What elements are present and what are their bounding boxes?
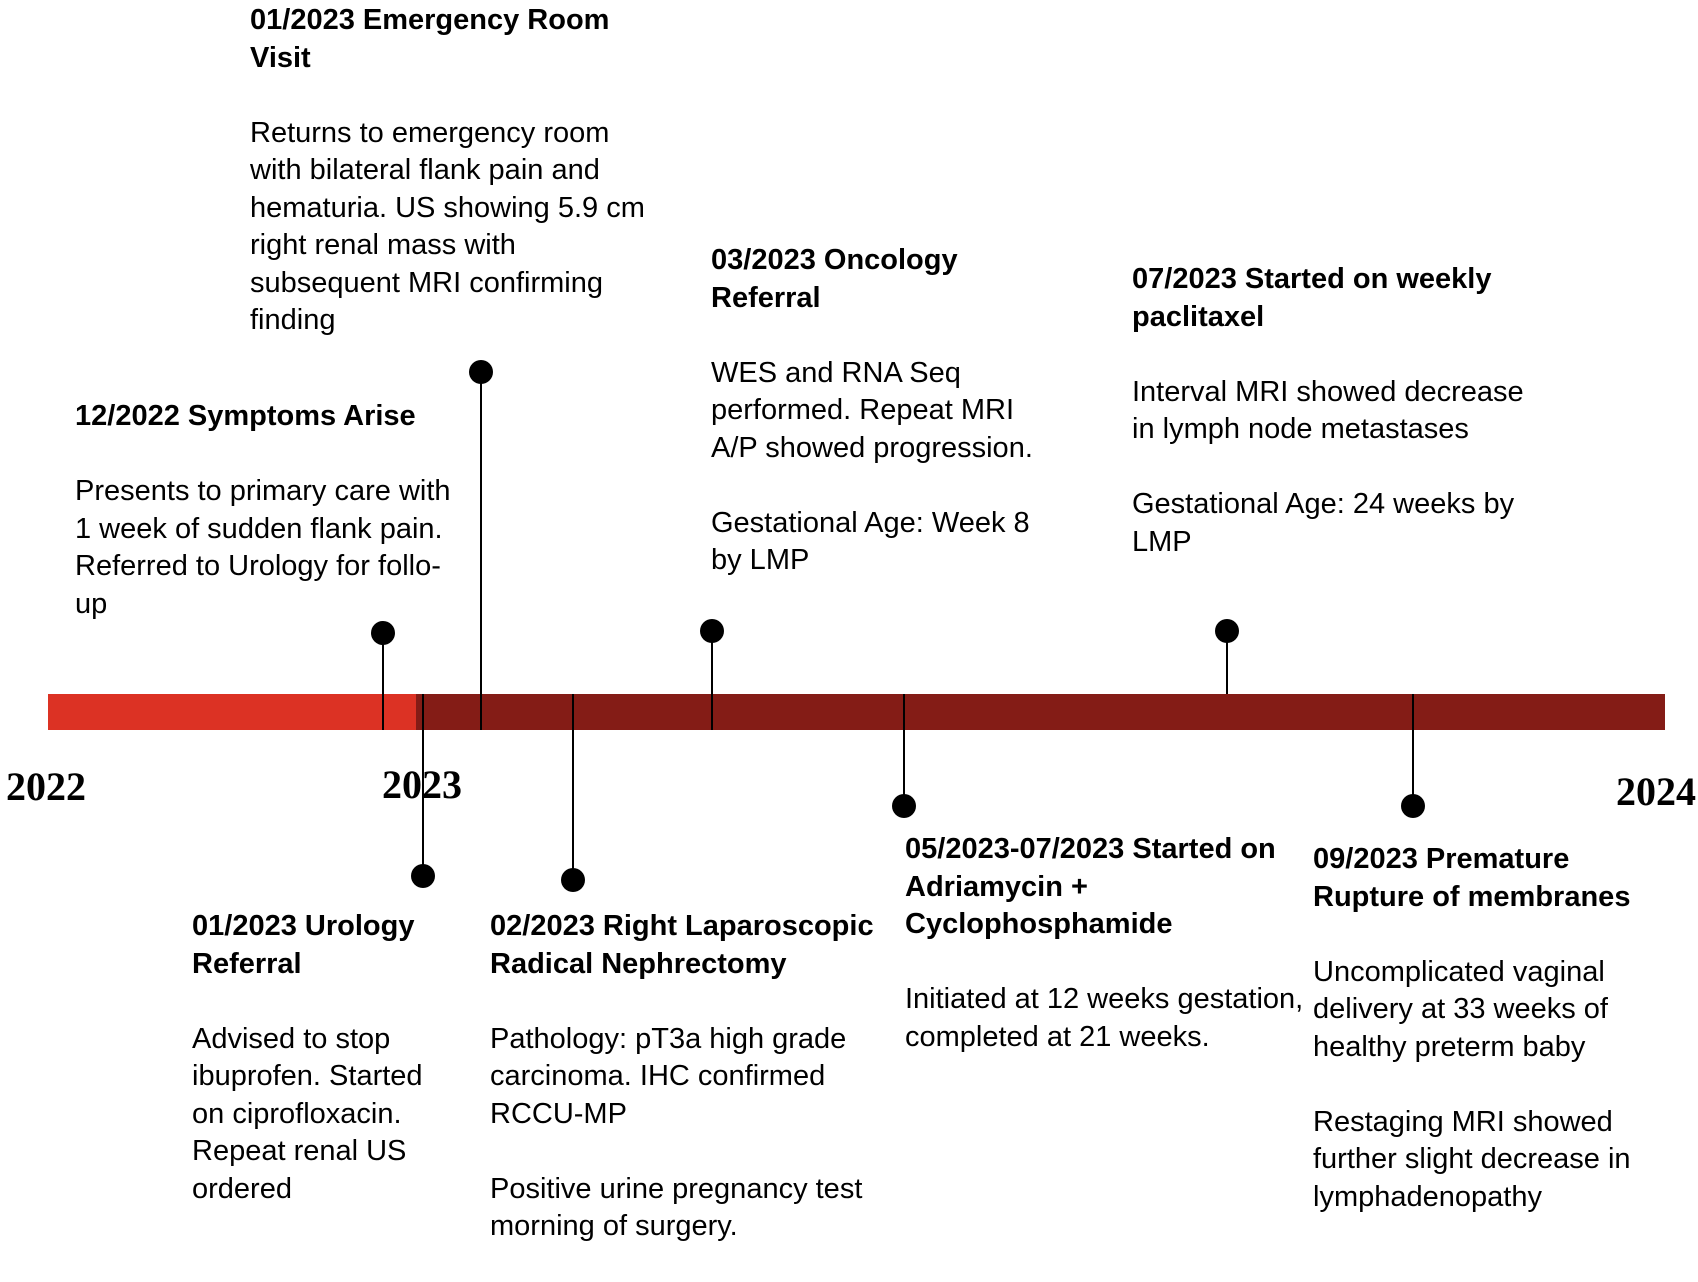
marker-stem-symptoms [382,633,384,730]
timeline-bar-2022 [48,694,422,730]
event-urology-referral: 01/2023 Urology Referral Advised to stop… [192,908,457,1208]
event-nephrectomy: 02/2023 Right Laparoscopic Radical Nephr… [490,908,895,1246]
marker-dot-urology [411,864,435,888]
event-description: WES and RNA Seq performed. Repeat MRI A/… [711,356,1033,464]
event-description: Presents to primary care with 1 week of … [75,475,451,620]
event-description: Gestational Age: Week 8 by LMP [711,506,1030,577]
marker-stem-urology [422,694,424,876]
event-description: Interval MRI showed decrease in lymph no… [1132,375,1524,446]
event-title: 02/2023 Right Laparoscopic Radical Nephr… [490,910,874,980]
marker-stem-adriamycin [903,694,905,806]
event-title: 03/2023 Oncology Referral [711,244,958,314]
event-description: Pathology: pT3a high grade carcinoma. IH… [490,1022,847,1130]
event-adriamycin: 05/2023-07/2023 Started on Adriamycin + … [905,831,1310,1056]
marker-stem-emergency [480,372,482,730]
marker-dot-symptoms [371,621,395,645]
event-membranes: 09/2023 Premature Rupture of membranes U… [1313,841,1688,1216]
event-description: Returns to emergency room with bilateral… [250,116,645,337]
event-description: Initiated at 12 weeks gestation, complet… [905,983,1304,1053]
event-description: Advised to stop ibuprofen. Started on ci… [192,1022,423,1205]
event-paclitaxel: 07/2023 Started on weekly paclitaxel Int… [1132,261,1537,561]
marker-dot-membranes [1401,794,1425,818]
event-emergency-room-visit: 01/2023 Emergency Room Visit Returns to … [250,2,655,340]
event-description: Gestational Age: 24 weeks by LMP [1132,488,1515,558]
event-title: 07/2023 Started on weekly paclitaxel [1132,263,1492,333]
timeline-bar-2023 [416,694,1665,730]
event-title: 05/2023-07/2023 Started on Adriamycin + … [905,833,1276,940]
year-label-2022: 2022 [6,764,86,809]
event-title: 01/2023 Emergency Room Visit [250,4,610,74]
marker-stem-paclitaxel [1226,631,1228,694]
marker-stem-oncology [711,631,713,730]
marker-dot-oncology [700,619,724,643]
marker-dot-adriamycin [892,794,916,818]
event-title: 09/2023 Premature Rupture of membranes [1313,843,1631,913]
year-label-2024: 2024 [1616,769,1696,814]
event-title: 12/2022 Symptoms Arise [75,400,416,432]
marker-dot-paclitaxel [1215,619,1239,643]
event-title: 01/2023 Urology Referral [192,910,415,980]
marker-stem-membranes [1412,694,1414,806]
event-oncology-referral: 03/2023 Oncology Referral WES and RNA Se… [711,242,1051,580]
event-description: Restaging MRI showed further slight decr… [1313,1105,1631,1213]
marker-dot-nephrectomy [561,868,585,892]
event-description: Uncomplicated vaginal delivery at 33 wee… [1313,955,1608,1063]
marker-dot-emergency [469,360,493,384]
event-description: Positive urine pregnancy test morning of… [490,1172,863,1243]
event-symptoms-arise: 12/2022 Symptoms Arise Presents to prima… [75,398,455,623]
marker-stem-nephrectomy [572,694,574,880]
